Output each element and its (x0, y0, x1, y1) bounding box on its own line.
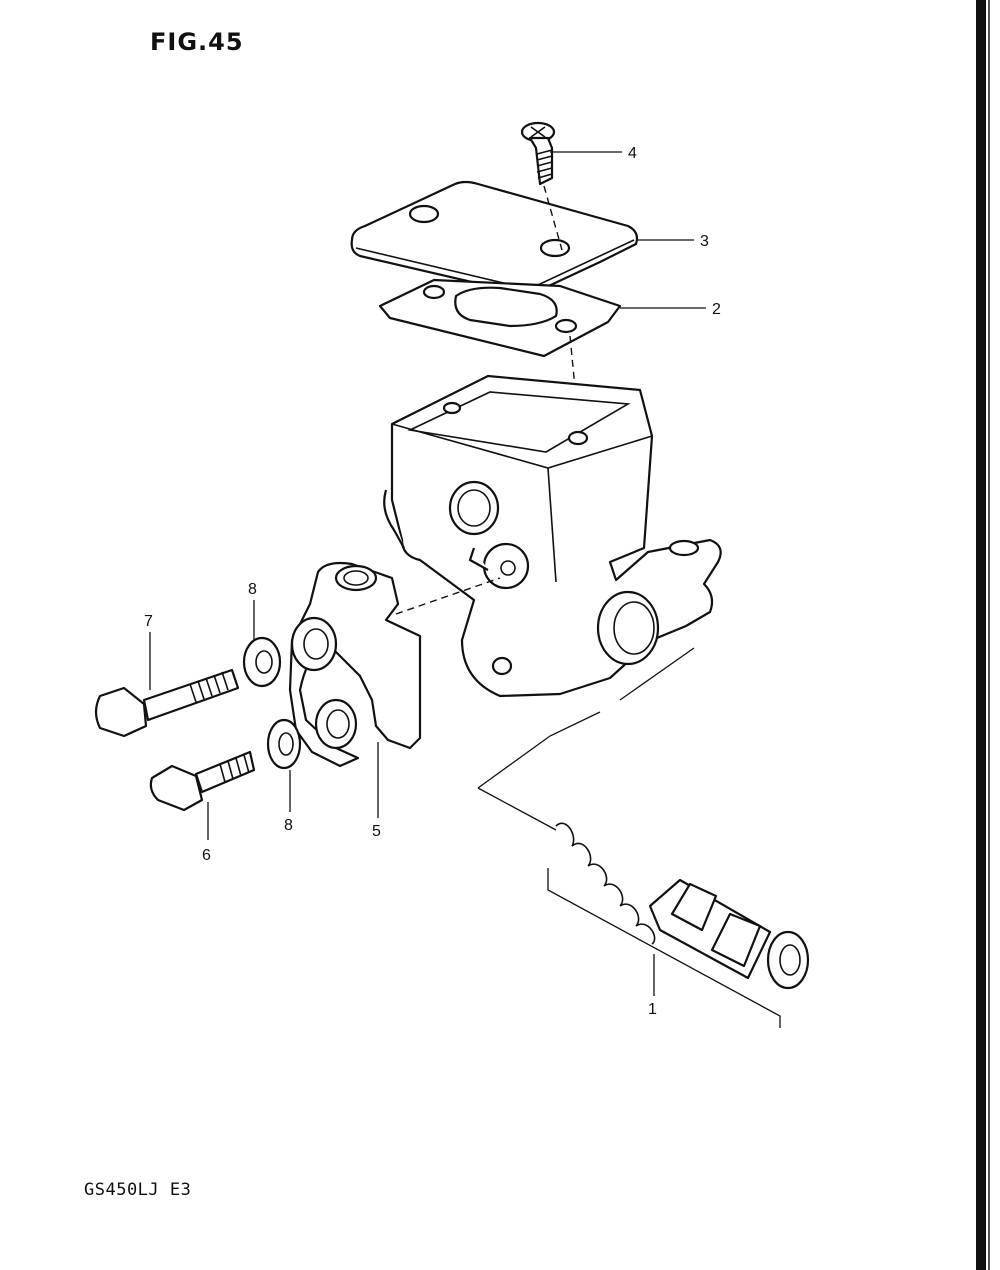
callout-4: 4 (628, 145, 637, 162)
part-2-diaphragm (378, 278, 622, 358)
callout-6: 6 (202, 847, 211, 864)
part-3-reservoir-cap (350, 180, 639, 295)
callout-7: 7 (144, 613, 153, 630)
part-4-screw (520, 121, 556, 186)
part-6-short-bolt (149, 750, 256, 812)
figure-title: FIG.45 (150, 28, 244, 56)
callout-1: 1 (648, 1001, 657, 1018)
callout-8-upper: 8 (248, 581, 257, 598)
callout-2: 2 (712, 301, 721, 318)
part-8-washer-lower (266, 718, 302, 770)
callout-8-lower: 8 (284, 817, 293, 834)
part-8-washer-upper (242, 636, 282, 688)
model-code: GS450LJ E3 (84, 1180, 192, 1200)
scan-edge-line (988, 0, 990, 1270)
scan-edge-bar (976, 0, 986, 1270)
master-cylinder-body (383, 374, 722, 698)
part-1-piston-kit (555, 822, 810, 990)
callout-3: 3 (700, 233, 709, 250)
part-7-long-bolt (94, 668, 240, 738)
callout-5: 5 (372, 823, 381, 840)
part-5-clamp (288, 561, 422, 768)
